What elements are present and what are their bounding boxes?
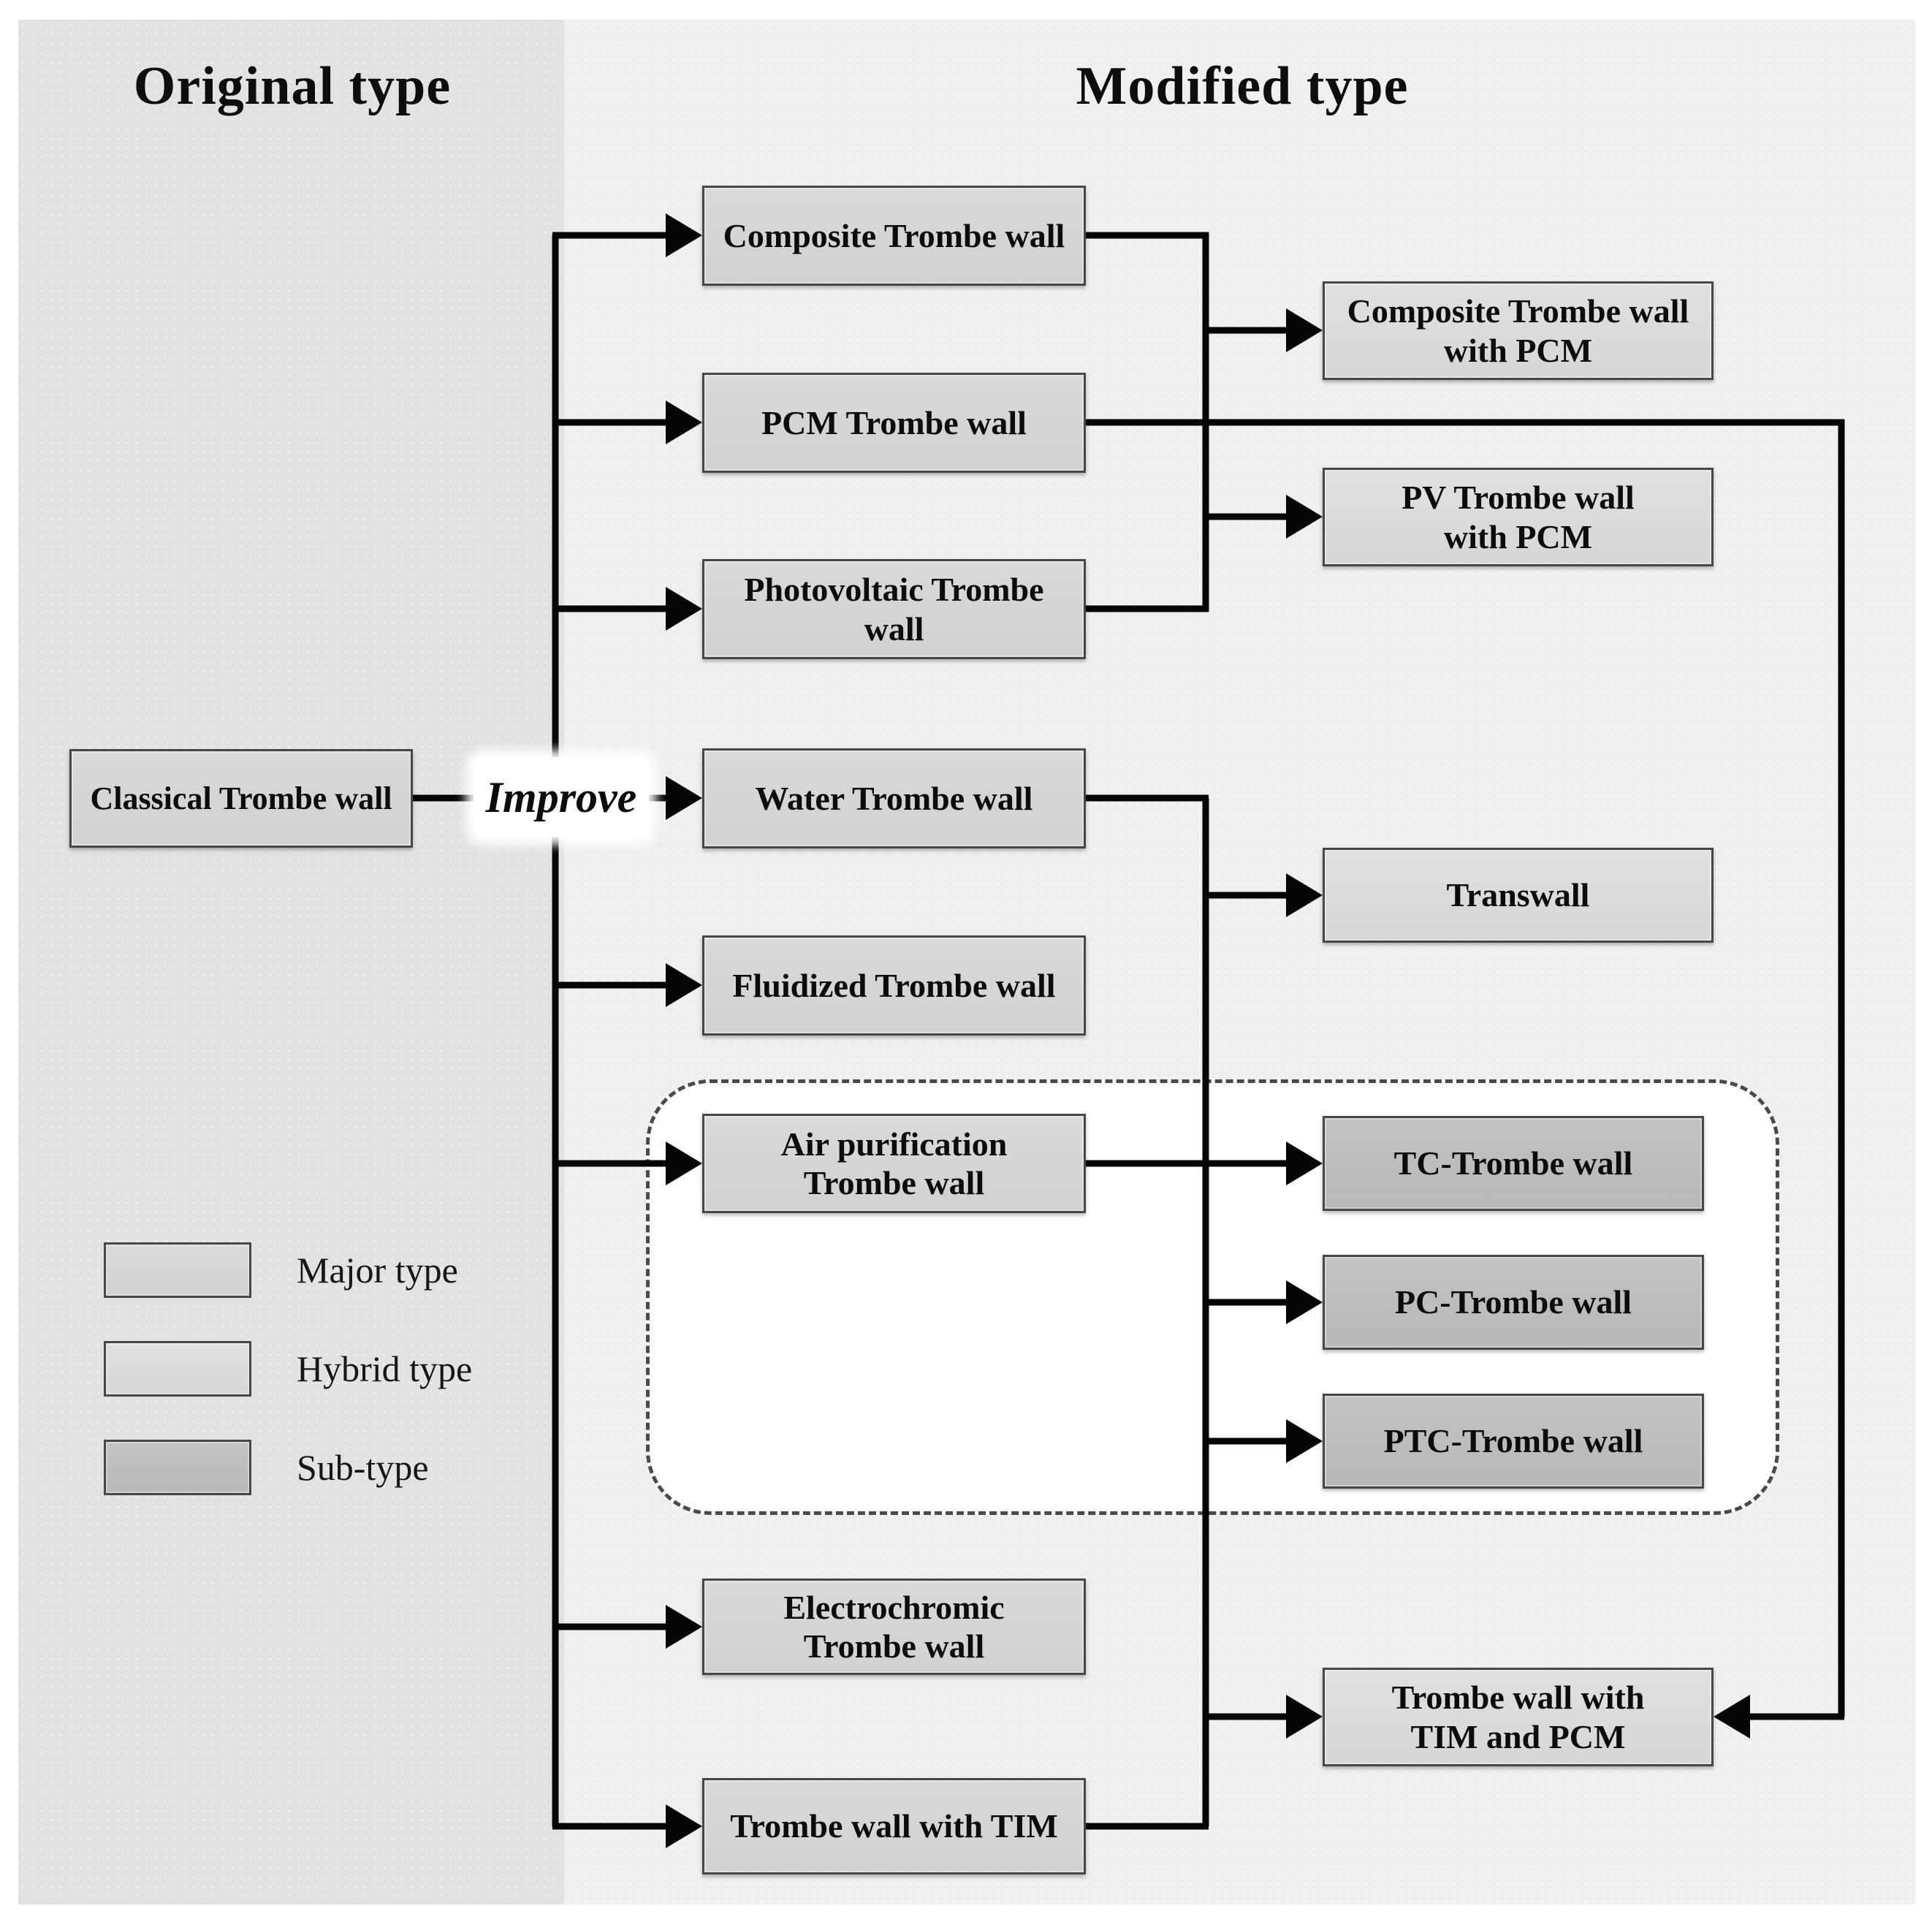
- arrowhead-pc-icon: [1286, 1280, 1323, 1324]
- node-trombe-wall-with-tim: Trombe wall with TIM: [702, 1778, 1086, 1874]
- arrowhead-tim-pcm-right-icon: [1714, 1695, 1750, 1739]
- node-electrochromic-trombe-wall: Electrochromic Trombe wall: [702, 1579, 1086, 1675]
- legend-swatch-major: [104, 1242, 251, 1298]
- improve-edge-label: Improve: [474, 757, 649, 837]
- node-pcm-trombe-wall: PCM Trombe wall: [702, 373, 1086, 473]
- node-label: Fluidized Trombe wall: [732, 966, 1056, 1004]
- node-composite-trombe-wall: Composite Trombe wall: [702, 186, 1086, 286]
- node-label: PC-Trombe wall: [1394, 1283, 1632, 1321]
- arrowhead-tim-icon: [666, 1804, 702, 1848]
- node-label: TC-Trombe wall: [1393, 1144, 1633, 1182]
- arrowhead-composite-icon: [666, 213, 702, 257]
- node-label: PV Trombe wall with PCM: [1402, 479, 1635, 555]
- node-label: Composite Trombe wall with PCM: [1347, 292, 1689, 369]
- arrowhead-composite-pcm-icon: [1286, 308, 1323, 352]
- node-classical-trombe-wall: Classical Trombe wall: [69, 749, 413, 848]
- node-label: Water Trombe wall: [755, 779, 1033, 817]
- node-label: Photovoltaic Trombe wall: [744, 571, 1044, 647]
- node-photovoltaic-trombe-wall: Photovoltaic Trombe wall: [702, 559, 1086, 659]
- arrowhead-tc-icon: [1286, 1142, 1323, 1185]
- legend-label-hybrid: Hybrid type: [297, 1348, 473, 1389]
- arrowhead-ptc-icon: [1286, 1419, 1323, 1463]
- node-label: Trombe wall with TIM and PCM: [1391, 1679, 1645, 1755]
- node-tc-trombe-wall: TC-Trombe wall: [1323, 1116, 1704, 1211]
- legend-swatch-hybrid: [104, 1341, 251, 1397]
- node-label: Composite Trombe wall: [723, 216, 1065, 254]
- arrowhead-electrochromic-icon: [666, 1605, 702, 1649]
- original-type-title: Original type: [133, 56, 452, 116]
- original-type-panel: [18, 20, 564, 1904]
- arrowhead-pv-pcm-icon: [1286, 495, 1323, 539]
- node-trombe-wall-with-tim-and-pcm: Trombe wall with TIM and PCM: [1323, 1668, 1714, 1766]
- node-air-purification-trombe-wall: Air purification Trombe wall: [702, 1114, 1086, 1213]
- node-ptc-trombe-wall: PTC-Trombe wall: [1323, 1394, 1704, 1489]
- node-label: Air purification Trombe wall: [780, 1125, 1008, 1201]
- node-pc-trombe-wall: PC-Trombe wall: [1323, 1255, 1704, 1350]
- arrowhead-fluidized-icon: [666, 963, 702, 1007]
- legend-label-sub: Sub-type: [297, 1447, 429, 1488]
- node-pv-trombe-wall-with-pcm: PV Trombe wall with PCM: [1323, 468, 1714, 566]
- node-label: Trombe wall with TIM: [730, 1807, 1058, 1845]
- legend-label-major: Major type: [297, 1250, 458, 1291]
- node-fluidized-trombe-wall: Fluidized Trombe wall: [702, 935, 1086, 1036]
- legend-row-sub: Sub-type: [104, 1440, 429, 1495]
- arrowhead-photovoltaic-icon: [666, 587, 702, 631]
- node-label: Classical Trombe wall: [90, 780, 392, 816]
- node-label: PTC-Trombe wall: [1383, 1422, 1643, 1460]
- arrowhead-pcm-icon: [666, 400, 702, 444]
- legend-row-major: Major type: [104, 1242, 458, 1298]
- legend-row-hybrid: Hybrid type: [104, 1341, 472, 1397]
- arrowhead-air-purification-icon: [666, 1142, 702, 1185]
- modified-type-title: Modified type: [1076, 56, 1409, 116]
- arrowhead-water-icon: [666, 776, 702, 820]
- arrowhead-tim-pcm-left-icon: [1286, 1695, 1323, 1739]
- legend-swatch-sub: [104, 1440, 251, 1495]
- node-transwall: Transwall: [1323, 848, 1714, 943]
- arrowhead-transwall-icon: [1286, 873, 1323, 917]
- node-label: PCM Trombe wall: [761, 403, 1027, 441]
- node-water-trombe-wall: Water Trombe wall: [702, 748, 1086, 848]
- node-composite-trombe-wall-with-pcm: Composite Trombe wall with PCM: [1323, 281, 1714, 380]
- node-label: Electrochromic Trombe wall: [783, 1588, 1005, 1665]
- node-label: Transwall: [1446, 876, 1590, 914]
